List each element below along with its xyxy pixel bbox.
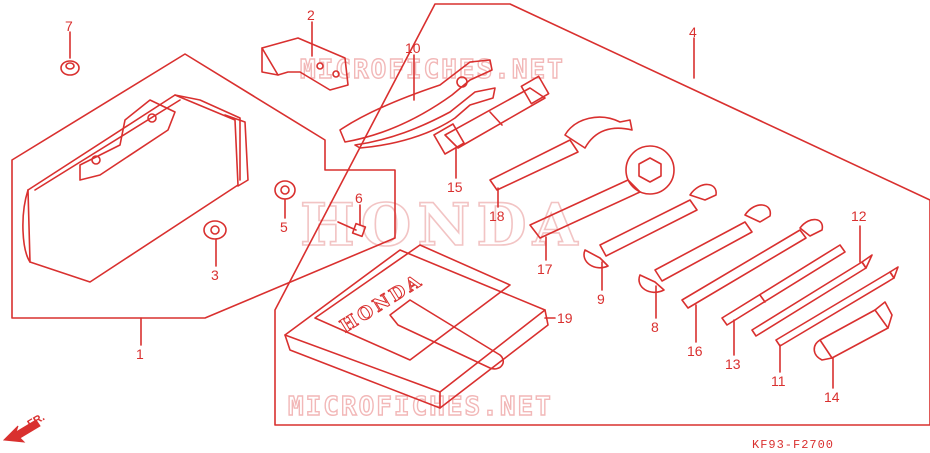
bracket: [261, 37, 349, 91]
pin-spanner: [489, 116, 633, 191]
callout-18: 18: [489, 208, 505, 224]
screwdriver-13: [721, 244, 846, 326]
open-spanner-9: [583, 183, 717, 269]
ring-spanner: [529, 145, 675, 239]
grommet-5: [274, 180, 296, 200]
direction-label: FR.: [26, 411, 47, 430]
callout-4: 4: [689, 24, 697, 40]
callout-labels: 7 2 4 10 6 5 3 1 15 18 17 9 8 16 13 12 1…: [65, 7, 867, 405]
bit-11: [775, 266, 899, 347]
callout-6: 6: [355, 190, 363, 206]
watermark-top: MICROFICHES.NET: [300, 55, 565, 85]
screwdriver-shaft-16: [681, 218, 824, 309]
nut-7: [60, 60, 80, 76]
watermark-bottom: MICROFICHES.NET: [288, 392, 553, 422]
callout-1: 1: [136, 346, 144, 362]
box-spanner: [433, 75, 550, 155]
callout-5: 5: [280, 219, 288, 235]
callout-19: 19: [557, 310, 573, 326]
pliers: [339, 59, 496, 149]
screwdriver-handle-14: [813, 301, 893, 361]
callout-3: 3: [211, 267, 219, 283]
tool-bag: [22, 94, 249, 283]
diagram-code: KF93-F2700: [752, 438, 834, 452]
callout-14: 14: [824, 389, 840, 405]
grommet-3: [203, 220, 227, 240]
callout-9: 9: [597, 291, 605, 307]
callout-16: 16: [687, 343, 703, 359]
tool-pouch: HONDA: [284, 244, 549, 409]
phillips-bit-12: [751, 254, 873, 337]
callout-8: 8: [651, 319, 659, 335]
front-direction-arrow: FR.: [2, 411, 47, 443]
open-spanner-8: [638, 204, 771, 294]
callout-7: 7: [65, 18, 73, 34]
callout-17: 17: [537, 261, 553, 277]
watermark-brand: HONDA: [300, 191, 584, 259]
callout-11: 11: [771, 373, 786, 389]
callout-15: 15: [447, 179, 463, 195]
callout-10: 10: [405, 40, 421, 56]
toolbag-group-outline: [11, 53, 396, 319]
leader-lines: [69, 21, 861, 389]
callout-12: 12: [851, 208, 867, 224]
toolkit-group-outline: [274, 3, 930, 426]
callout-13: 13: [725, 356, 741, 372]
pouch-brand-text: HONDA: [337, 270, 428, 337]
callout-2: 2: [307, 7, 315, 23]
